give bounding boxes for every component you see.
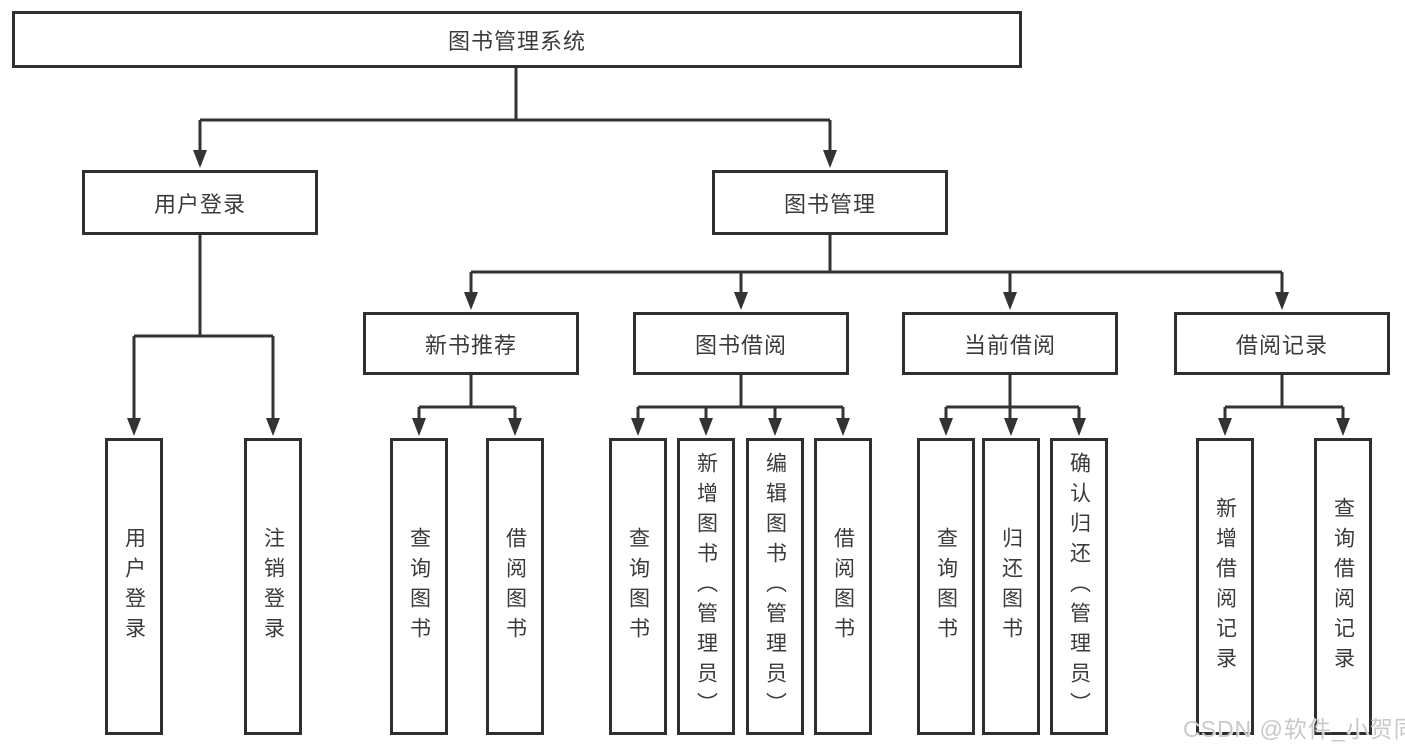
- leaf-label: 借阅图书: [831, 526, 855, 647]
- leaf-label: 查询图书: [626, 526, 650, 647]
- leaf-return-book: 归还图书: [982, 438, 1040, 735]
- node-book-management: 图书管理: [712, 170, 948, 235]
- leaf-logout-login: 注销登录: [244, 438, 302, 735]
- leaf-label: 确认归还（管理员）: [1067, 451, 1091, 722]
- leaf-label: 新增借阅记录: [1213, 496, 1237, 677]
- leaf-confirm-return-admin: 确认归还（管理员）: [1050, 438, 1108, 735]
- leaf-label: 查询图书: [407, 526, 431, 647]
- leaf-label: 查询图书: [934, 526, 958, 647]
- leaf-query-book-recommend: 查询图书: [390, 438, 448, 735]
- leaf-query-book-current: 查询图书: [917, 438, 975, 735]
- node-user-login: 用户登录: [82, 170, 318, 235]
- node-label: 借阅记录: [1235, 332, 1328, 358]
- node-book-borrow: 图书借阅: [633, 312, 849, 375]
- node-current-borrow: 当前借阅: [902, 312, 1118, 375]
- node-label: 用户登录: [153, 191, 246, 217]
- leaf-label: 查询借阅记录: [1331, 496, 1355, 677]
- leaf-label: 用户登录: [122, 526, 146, 647]
- leaf-borrow-book-recommend: 借阅图书: [486, 438, 544, 735]
- leaf-label: 归还图书: [999, 526, 1023, 647]
- leaf-query-book-borrow: 查询图书: [609, 438, 667, 735]
- leaf-label: 借阅图书: [503, 526, 527, 647]
- leaf-add-book-admin: 新增图书（管理员）: [677, 438, 735, 735]
- leaf-add-borrow-record: 新增借阅记录: [1196, 438, 1254, 735]
- leaf-query-borrow-record: 查询借阅记录: [1314, 438, 1372, 735]
- node-label: 图书管理: [783, 191, 876, 217]
- node-label: 图书借阅: [694, 332, 787, 358]
- node-root: 图书管理系统: [12, 11, 1022, 68]
- leaf-label: 新增图书（管理员）: [694, 451, 718, 722]
- csdn-watermark: CSDN @软件_小贺同学: [1183, 716, 1405, 742]
- leaf-label: 注销登录: [261, 526, 285, 647]
- node-label: 新书推荐: [424, 332, 517, 358]
- leaf-user-login: 用户登录: [105, 438, 163, 735]
- node-root-label: 图书管理系统: [447, 28, 586, 54]
- leaf-borrow-book: 借阅图书: [814, 438, 872, 735]
- connector-lines: [132, 68, 1345, 421]
- node-label: 当前借阅: [963, 332, 1056, 358]
- node-new-book-recommend: 新书推荐: [363, 312, 579, 375]
- leaf-label: 编辑图书（管理员）: [763, 451, 787, 722]
- leaf-edit-book-admin: 编辑图书（管理员）: [746, 438, 804, 735]
- node-borrow-records: 借阅记录: [1174, 312, 1390, 375]
